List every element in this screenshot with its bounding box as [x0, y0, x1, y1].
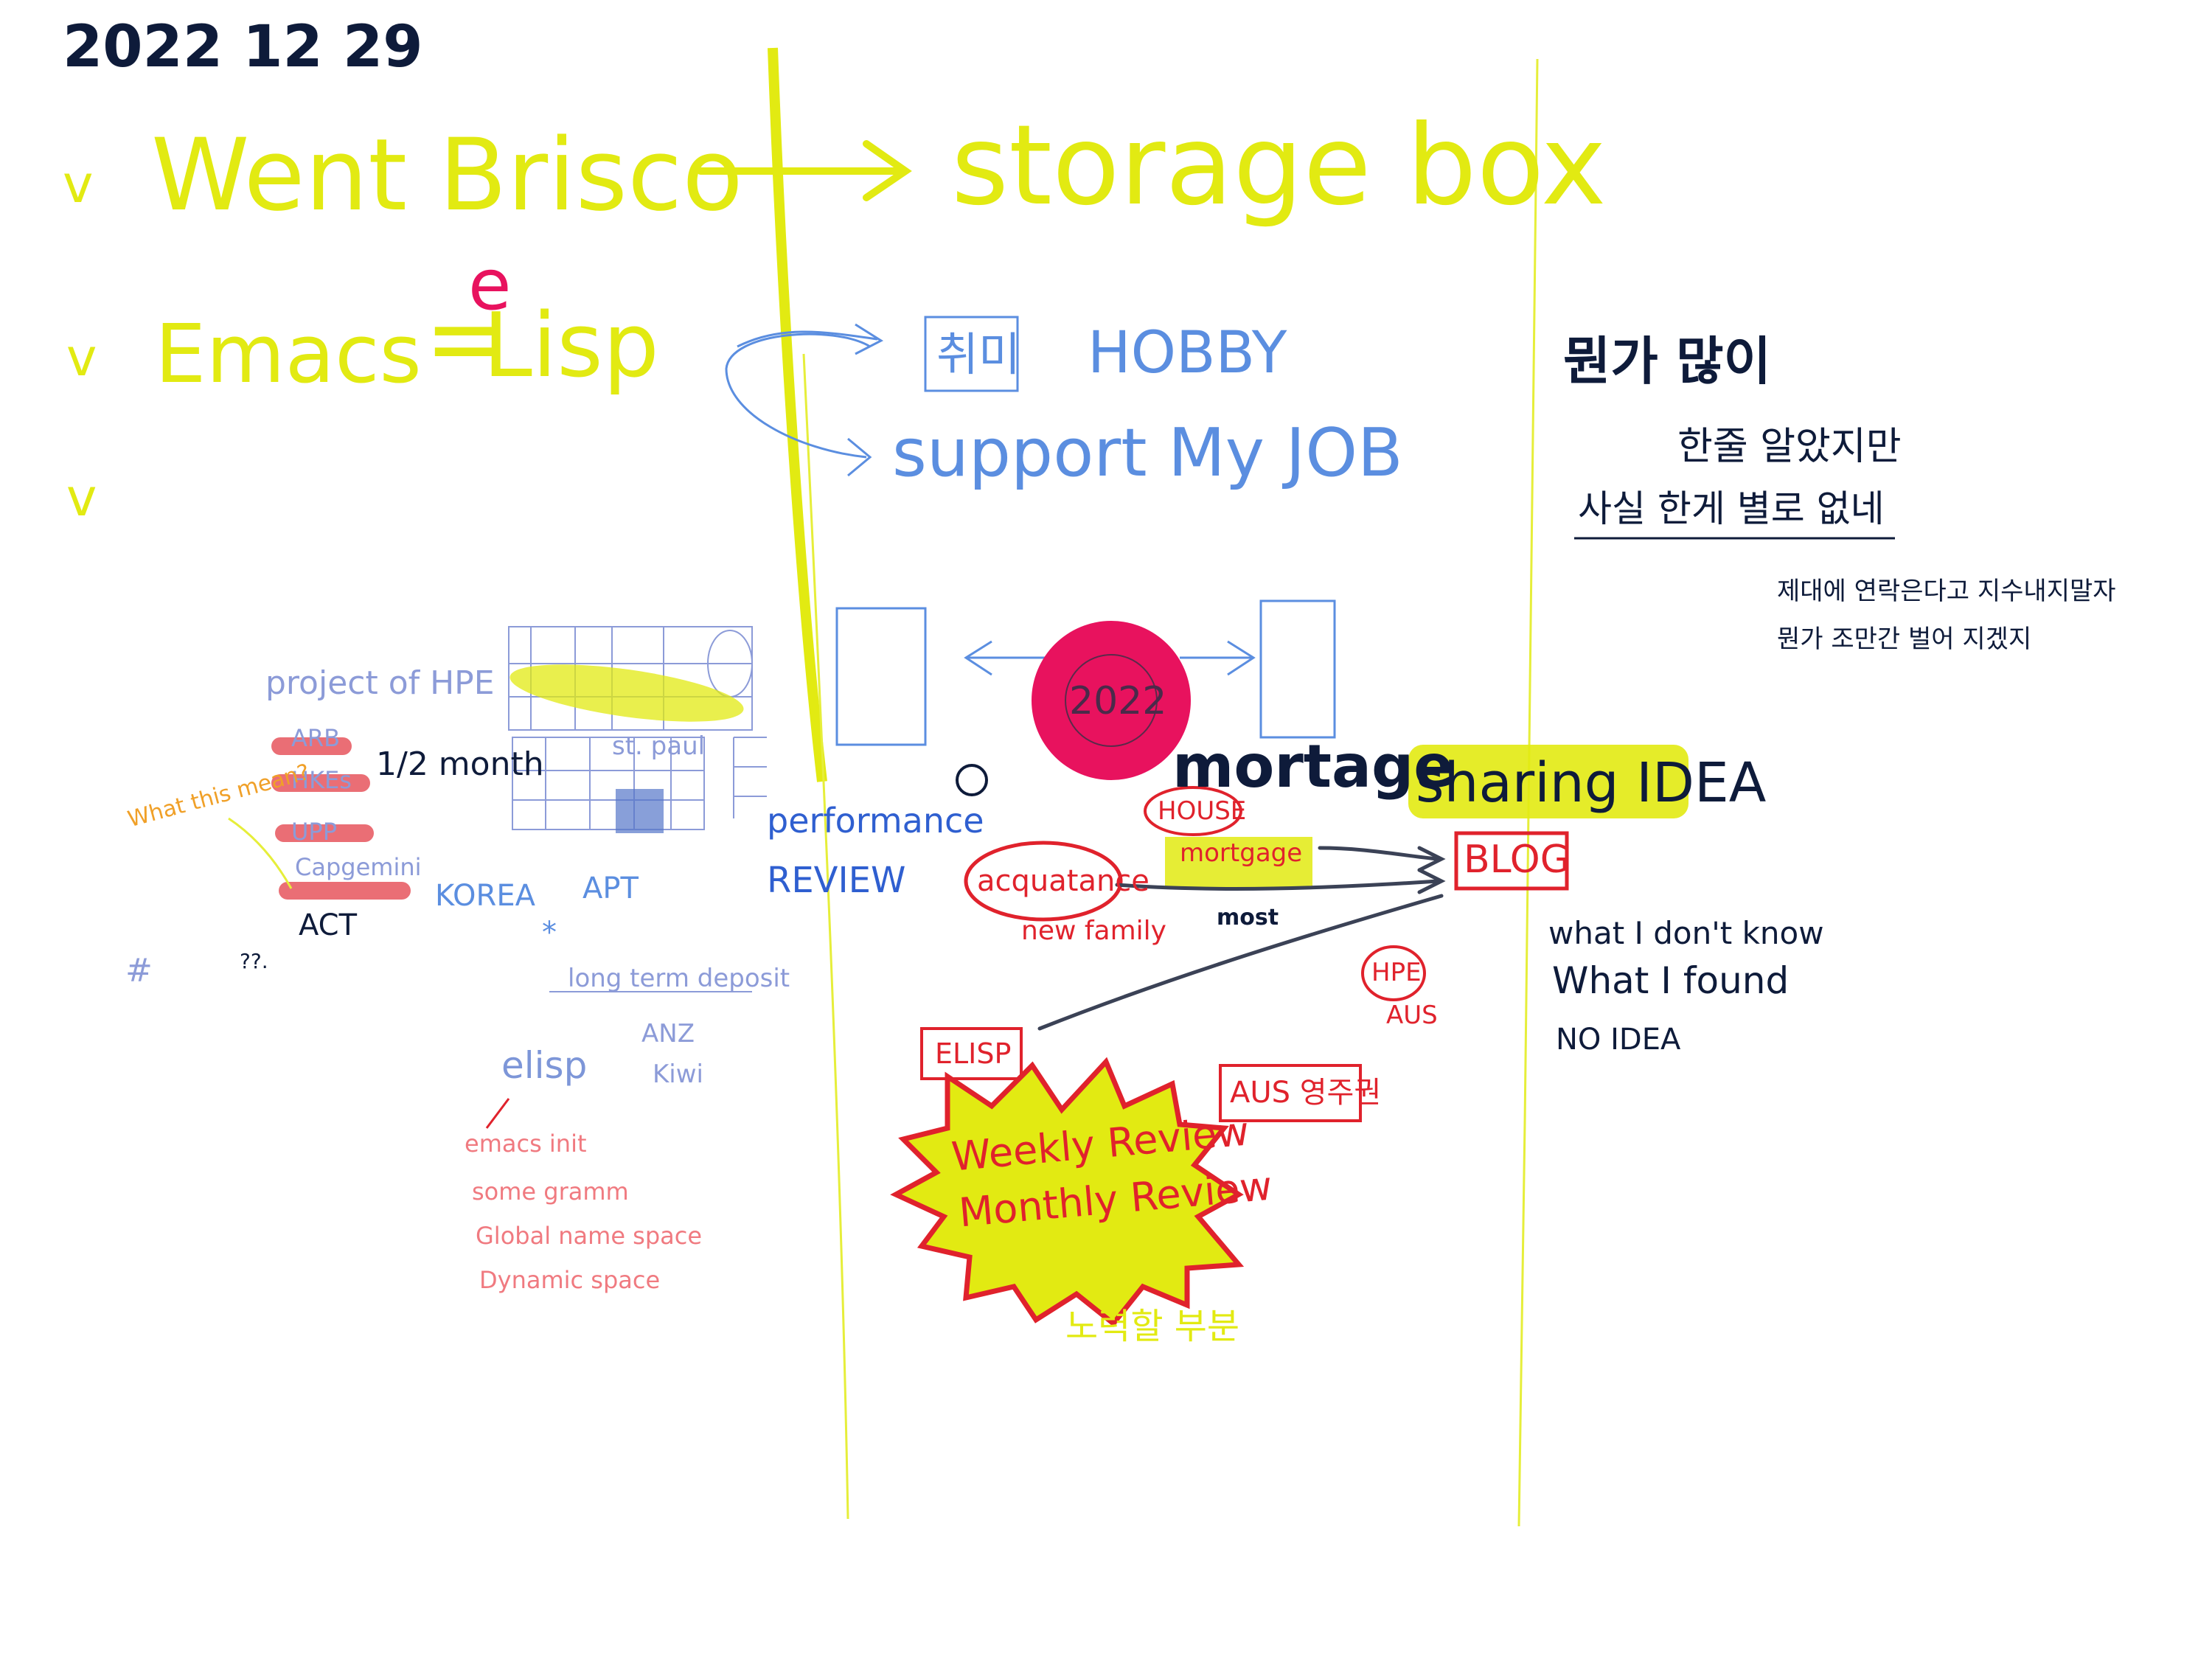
elisp-box	[920, 1027, 1023, 1080]
korean-line-5: 뭔가 조만간 벌어 지겠지	[1777, 625, 2032, 654]
project-item-3: UPP	[291, 818, 338, 846]
elisp-item-1: emacs init	[465, 1130, 587, 1158]
year-label: 2022	[1069, 679, 1167, 723]
elisp-title: elisp	[501, 1044, 588, 1087]
blue-curve-arrows	[725, 333, 871, 459]
arrow-left	[964, 640, 1047, 676]
check-mark-1: v	[63, 154, 94, 215]
check-mark-2: v	[66, 327, 97, 388]
mortage-label: mortage	[1172, 732, 1454, 801]
star-mark: *	[542, 916, 557, 950]
aus-box	[1219, 1064, 1362, 1122]
sub-mortgage-label: mortgage	[1180, 838, 1303, 868]
aus-pr-label: AUS 영주권	[1230, 1076, 1382, 1110]
elisp-item-3: Global name space	[476, 1222, 703, 1250]
korean-line-3: 사실 한게 별로 없네	[1578, 487, 1885, 530]
question-marks: ??.	[240, 949, 268, 973]
hash-mark: #	[125, 952, 153, 990]
project-title: project of HPE	[265, 664, 495, 702]
project-item-1: ARB	[291, 724, 341, 752]
small-circle	[956, 764, 988, 796]
elisp-box-label: ELISP	[935, 1037, 1012, 1070]
elisp-item-2: some gramm	[472, 1178, 629, 1206]
arrow-to-storage	[697, 140, 912, 201]
korean-line-2: 한줄 알았지만	[1677, 425, 1902, 469]
item-lisp: Lisp	[483, 295, 659, 397]
deposit-item-1: ANZ	[641, 1019, 695, 1048]
blog-box	[1454, 831, 1569, 891]
item-emacs: Emacs	[155, 307, 422, 401]
arrows-to-blog	[1037, 846, 1446, 1031]
apt-label: APT	[582, 872, 639, 905]
arrow-right	[1180, 640, 1256, 676]
aus-label: AUS	[1386, 1001, 1438, 1030]
new-family-label: new family	[1021, 916, 1166, 946]
deposit-title: long term deposit	[568, 964, 790, 993]
equals-sign: =	[424, 279, 511, 399]
sharing-idea: sharing IDEA	[1416, 751, 1767, 815]
project-item-2: HKEs	[291, 766, 352, 794]
e-correction: e	[468, 245, 512, 326]
year-circle	[1032, 621, 1191, 780]
korea-label: KOREA	[435, 879, 535, 913]
performance-label: performance	[767, 801, 984, 841]
yellow-pointer	[228, 817, 293, 889]
most-label: most	[1217, 905, 1279, 931]
hpe-label: HPE	[1371, 958, 1422, 987]
project-act: ACT	[299, 908, 358, 942]
strike-bars	[271, 737, 411, 900]
arrow-to-support	[847, 437, 872, 477]
blog-label: BLOG	[1464, 838, 1571, 882]
left-frame	[835, 607, 927, 746]
hpe-circle	[1361, 945, 1426, 1001]
yellow-highlight	[509, 664, 744, 722]
house-label: HOUSE	[1158, 796, 1247, 826]
house-circle	[1144, 786, 1242, 836]
yellow-divider-bold	[768, 47, 827, 782]
support-my-job: support My JOB	[892, 414, 1403, 492]
right-frame	[1259, 599, 1336, 739]
arrow-to-hobby	[737, 323, 884, 355]
sharing-highlight	[1408, 745, 1688, 818]
project-item-4: Capgemini	[295, 853, 422, 881]
hobby-box	[924, 316, 1019, 392]
deposit-item-2: Kiwi	[653, 1060, 703, 1089]
half-month: 1/2 month	[376, 745, 544, 783]
year-circle-inner	[1065, 654, 1158, 747]
elisp-pointer	[485, 1098, 510, 1129]
mortgage-highlight	[1165, 837, 1312, 888]
hobby-label: HOBBY	[1088, 320, 1287, 386]
date-heading: 2022 12 29	[63, 14, 423, 80]
effort-label: 노력할 부분	[1065, 1306, 1240, 1347]
blog-item-1: what I don't know	[1548, 915, 1824, 951]
review-label: REVIEW	[767, 860, 906, 901]
elisp-item-4: Dynamic space	[479, 1266, 661, 1294]
acquaintance-label: acquatance	[977, 864, 1150, 898]
item-went-brisco: Went Brisco	[151, 117, 743, 233]
yellow-divider-left	[802, 353, 849, 1520]
st-paul-label: st. paul	[612, 731, 706, 761]
hobby-box-label: 취미	[936, 327, 1021, 381]
blog-item-3: NO IDEA	[1556, 1023, 1681, 1057]
storage-box-text: storage box	[951, 102, 1607, 230]
review-starburst	[890, 1057, 1245, 1327]
korean-line-4: 제대에 연락은다고 지수내지말자	[1777, 577, 2116, 606]
blue-block	[616, 789, 664, 833]
acquaintance-circle	[964, 841, 1123, 922]
blog-item-2: What I found	[1552, 959, 1790, 1002]
check-mark-3: v	[66, 467, 97, 528]
korean-line-1: 뭔가 많이	[1563, 331, 1771, 392]
